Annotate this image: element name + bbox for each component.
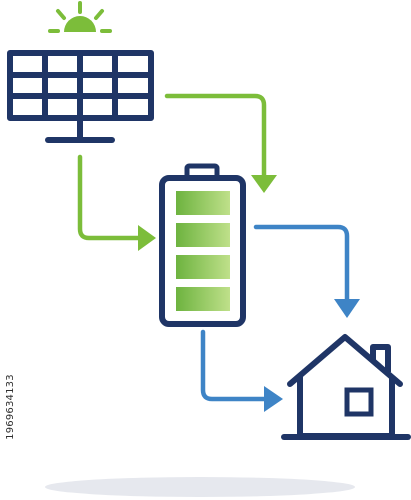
battery-icon <box>159 163 246 327</box>
house-icon <box>281 334 411 440</box>
panel-to-battery-top-arrowhead <box>251 175 277 193</box>
solar-panel-icon <box>7 50 154 143</box>
panel-to-battery-side-arrowhead <box>138 225 156 251</box>
panel-to-battery-side-arrow <box>77 154 142 241</box>
battery-to-house-bottom-arrow <box>200 329 268 402</box>
panel-to-battery-top-arrow <box>164 93 267 179</box>
battery-to-house-top-arrowhead <box>334 299 360 318</box>
battery-to-house-bottom-arrowhead <box>264 386 283 412</box>
stock-id-label: 1969634133 <box>5 374 16 440</box>
sun-icon <box>48 1 112 33</box>
battery-to-house-top-arrow <box>253 224 350 303</box>
battery-cell <box>176 287 230 311</box>
battery-cell <box>176 191 230 215</box>
ground-shadow <box>45 477 355 497</box>
battery-cell <box>176 223 230 247</box>
battery-cell <box>176 255 230 279</box>
